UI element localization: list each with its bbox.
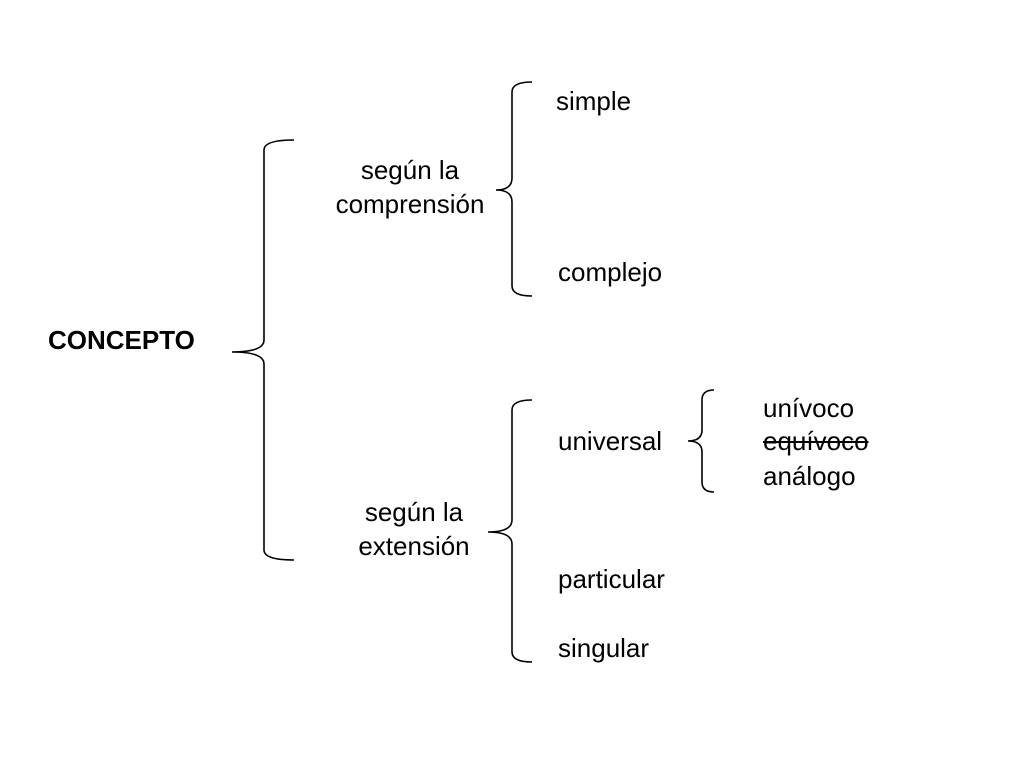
- comprehension-label-line1: según la: [360, 155, 460, 185]
- universal-child-equivoco: equívoco: [763, 426, 869, 456]
- extension-child-singular: singular: [558, 633, 650, 663]
- comprehension-label-line2: comprensión: [335, 189, 485, 219]
- extension-child-universal: universal: [558, 426, 663, 456]
- comprehension-child-complejo: complejo: [558, 257, 663, 287]
- extension-label-line1: según la: [364, 497, 464, 527]
- universal-child-univoco: unívoco: [763, 393, 855, 423]
- extension-label-line2: extensión: [358, 531, 470, 561]
- extension-bracket: [487, 399, 533, 663]
- universal-bracket: [687, 389, 715, 493]
- comprehension-child-simple: simple: [556, 86, 632, 116]
- root-bracket: [231, 139, 295, 561]
- extension-child-particular: particular: [558, 564, 665, 594]
- comprehension-bracket: [495, 81, 533, 297]
- root-label: CONCEPTO: [48, 325, 195, 355]
- universal-child-analogo: análogo: [763, 461, 856, 491]
